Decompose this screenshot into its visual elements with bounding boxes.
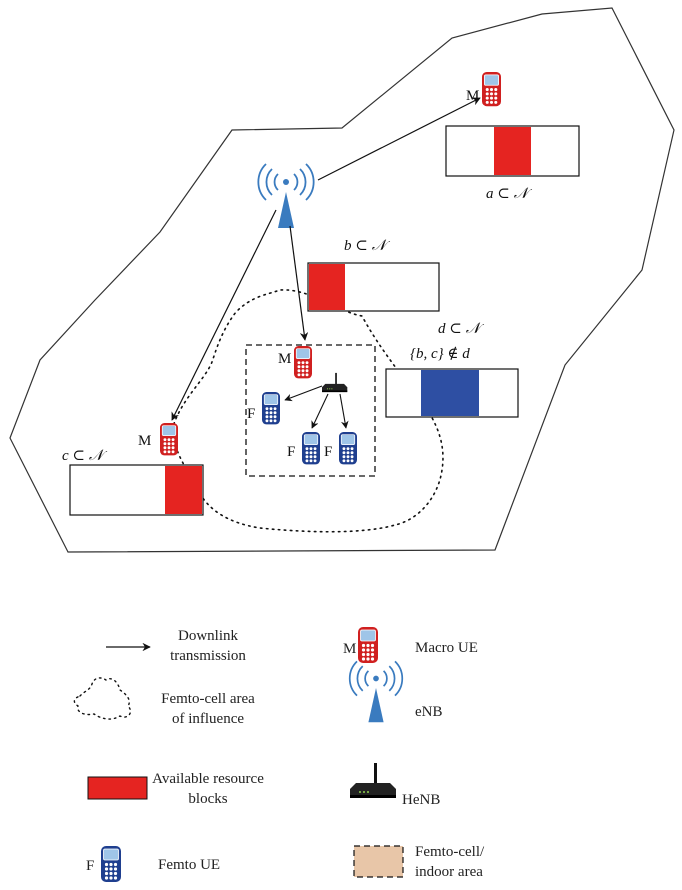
femto-ue-phone-icon [301, 431, 321, 465]
resource-block-a [445, 125, 580, 177]
downlink-arrow-to-macro-ue-c [171, 209, 277, 421]
macro-ue-letter: M [278, 351, 291, 367]
resource-block-d [385, 368, 519, 418]
femto-downlink-arrow [284, 385, 323, 402]
legend-henb: HeNB [402, 792, 440, 808]
femto-ue-letter: F [324, 444, 332, 460]
legend-influence-line2: of influence [172, 711, 244, 727]
macro-ue-a: M [466, 71, 502, 107]
macro-ue-letter: M [138, 433, 151, 449]
legend-macro-ue-letter: M [343, 641, 356, 657]
legend-macro-ue: Macro UE [415, 640, 478, 656]
femto-ue-letter: F [247, 406, 255, 422]
legend-resource-line2: blocks [188, 791, 227, 807]
femto-ue-2: F [287, 431, 321, 465]
legend-downlink-line1: Downlink [178, 628, 239, 644]
legend-downlink-line2: transmission [170, 648, 246, 664]
indoor-area-icon [353, 845, 404, 878]
femto-ue-phone-icon [100, 845, 122, 883]
femto-downlink-arrow [311, 393, 329, 429]
macro-ue-b: M [278, 345, 313, 379]
henb-router-icon [350, 763, 396, 798]
downlink-arrow-to-macro-ue-b [289, 225, 309, 341]
femto-downlink-arrow [339, 393, 349, 429]
label-set-b: b ⊂ 𝒩 [344, 238, 391, 254]
macro-ue-phone-icon [357, 626, 379, 664]
femto-indoor-area [245, 344, 376, 477]
macro-ue-phone-icon [159, 422, 179, 456]
resource-block-b [307, 262, 440, 312]
label-set-d: d ⊂ 𝒩 [438, 321, 485, 337]
macro-ue-letter: M [466, 88, 479, 104]
legend-indoor-line2: indoor area [415, 864, 483, 880]
macro-ue-phone-icon [293, 345, 313, 379]
label-set-a: a ⊂ 𝒩 [486, 186, 533, 202]
enb-antenna-icon [348, 660, 404, 724]
label-set-c: c ⊂ 𝒩 [62, 448, 108, 464]
femto-ue-phone-icon [338, 431, 358, 465]
legend-enb: eNB [415, 704, 443, 720]
legend-influence-line1: Femto-cell area [161, 691, 255, 707]
legend-femto-ue: Femto UE [158, 857, 220, 873]
resource-block-c [69, 464, 204, 516]
femto-ue-1: F [247, 391, 281, 425]
macro-cell-boundary [9, 7, 675, 553]
legend: Downlink transmission Femto-cell area of… [73, 626, 485, 883]
legend-indoor-line1: Femto-cell/ [415, 844, 485, 860]
resource-block-icon [87, 776, 148, 800]
femto-ue-phone-icon [261, 391, 281, 425]
henb-router-icon [322, 372, 348, 393]
macro-ue-c: M [138, 422, 179, 456]
legend-femto-ue-letter: F [86, 858, 94, 874]
femto-ue-letter: F [287, 444, 295, 460]
legend-resource-line1: Available resource [152, 771, 264, 787]
enb-antenna-icon [257, 163, 315, 229]
downlink-arrow-to-macro-ue-a [317, 97, 481, 181]
femto-ue-3: F [324, 431, 358, 465]
macro-ue-phone-icon [481, 71, 502, 107]
influence-area-icon [73, 677, 132, 720]
label-set-d-constraint: {b, c} ∉ d [410, 346, 470, 362]
